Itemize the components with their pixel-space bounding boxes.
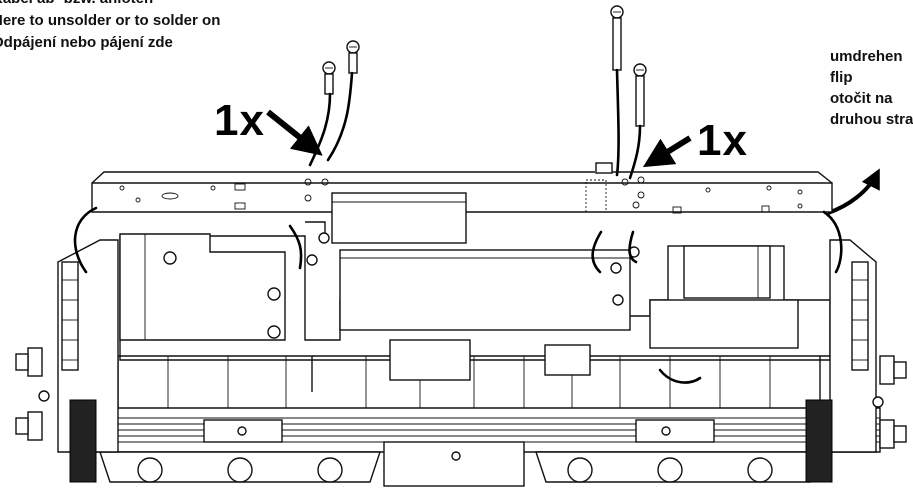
front-end-left (15, 206, 119, 483)
flip-instruction-cz-1: otočit na (830, 90, 893, 107)
right-motor-housing (649, 245, 799, 384)
flip-instruction-de: umdrehen (830, 48, 903, 65)
screw-count-left: 1x (214, 96, 265, 145)
capacitor-block (331, 192, 467, 244)
bogie-right (535, 451, 821, 483)
screw-right-a (610, 5, 624, 177)
flip-instruction-label: umdrehen flip otočit na druhou stranu (830, 46, 913, 130)
front-end-right (805, 210, 907, 483)
screw-right-b (628, 63, 647, 180)
flip-instruction-cz-2: druhou stranu (830, 111, 913, 128)
fuel-tank (389, 339, 591, 381)
solder-instruction-en: Here to unsolder or to solder on (0, 12, 221, 29)
left-motor-housing (119, 233, 286, 341)
pointer-arrow-right (642, 135, 692, 168)
screw-left-b (308, 61, 336, 167)
main-frame (79, 407, 881, 487)
bogie-left (99, 451, 381, 483)
screw-count-right: 1x (697, 116, 748, 165)
solder-instruction-cz: Odpájení nebo pájení zde (0, 34, 173, 51)
screw-left-a (326, 40, 360, 162)
solder-instruction-label: Kabel ab- bzw. anlöten Here to unsolder … (0, 0, 220, 54)
flip-arrow-icon (827, 168, 880, 215)
pointer-arrow-left (266, 109, 323, 156)
solder-instruction-de: Kabel ab- bzw. anlöten (0, 0, 220, 10)
flip-instruction-en: flip (830, 69, 853, 86)
